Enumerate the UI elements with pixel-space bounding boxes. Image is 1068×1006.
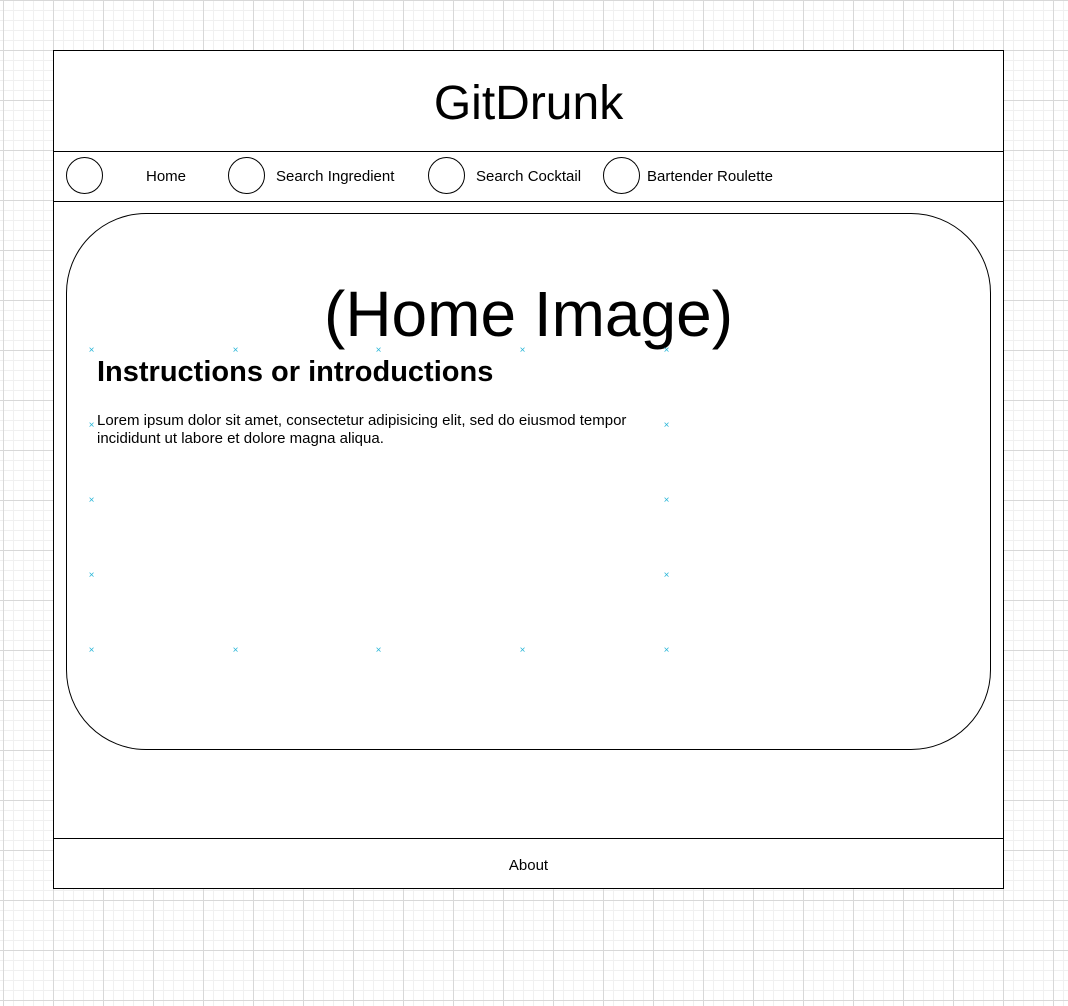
selection-handle-icon[interactable]: × [232,345,239,356]
about-link[interactable]: About [508,856,549,874]
selection-handle-icon[interactable]: × [88,495,95,506]
selection-handle-icon[interactable]: × [88,420,95,431]
selection-handle-icon[interactable]: × [519,345,526,356]
page-wireframe: GitDrunk Home Search Ingredient Search C… [53,50,1004,889]
bartender-roulette-circle-icon [603,157,640,194]
nav-item-search-ingredient[interactable]: Search Ingredient [276,168,395,185]
selection-handle-icon[interactable]: × [375,345,382,356]
selection-handle-icon[interactable]: × [88,570,95,581]
selection-handle-icon[interactable]: × [663,420,670,431]
search-ingredient-circle-icon [228,157,265,194]
selection-handle-icon[interactable]: × [663,645,670,656]
selection-handle-icon[interactable]: × [88,645,95,656]
home-image-panel [66,213,991,750]
selection-handle-icon[interactable]: × [663,570,670,581]
selection-handle-icon[interactable]: × [88,345,95,356]
search-cocktail-circle-icon [428,157,465,194]
intro-body: Lorem ipsum dolor sit amet, consectetur … [97,412,627,447]
nav-item-home[interactable]: Home [146,168,187,185]
selection-handle-icon[interactable]: × [663,345,670,356]
site-header: GitDrunk [54,51,1003,152]
selection-handle-icon[interactable]: × [232,645,239,656]
selection-handle-icon[interactable]: × [663,495,670,506]
nav-item-search-cocktail[interactable]: Search Cocktail [476,168,582,185]
home-image-title: (Home Image) [324,278,733,350]
selection-handle-icon[interactable]: × [375,645,382,656]
home-circle-icon [66,157,103,194]
nav-item-bartender-roulette[interactable]: Bartender Roulette [647,168,773,185]
nav-bar: Home Search Ingredient Search Cocktail B… [54,152,1003,202]
selection-handle-icon[interactable]: × [519,645,526,656]
intro-heading: Instructions or introductions [97,356,494,388]
site-footer: About [54,838,1003,889]
site-title: GitDrunk [433,76,624,130]
